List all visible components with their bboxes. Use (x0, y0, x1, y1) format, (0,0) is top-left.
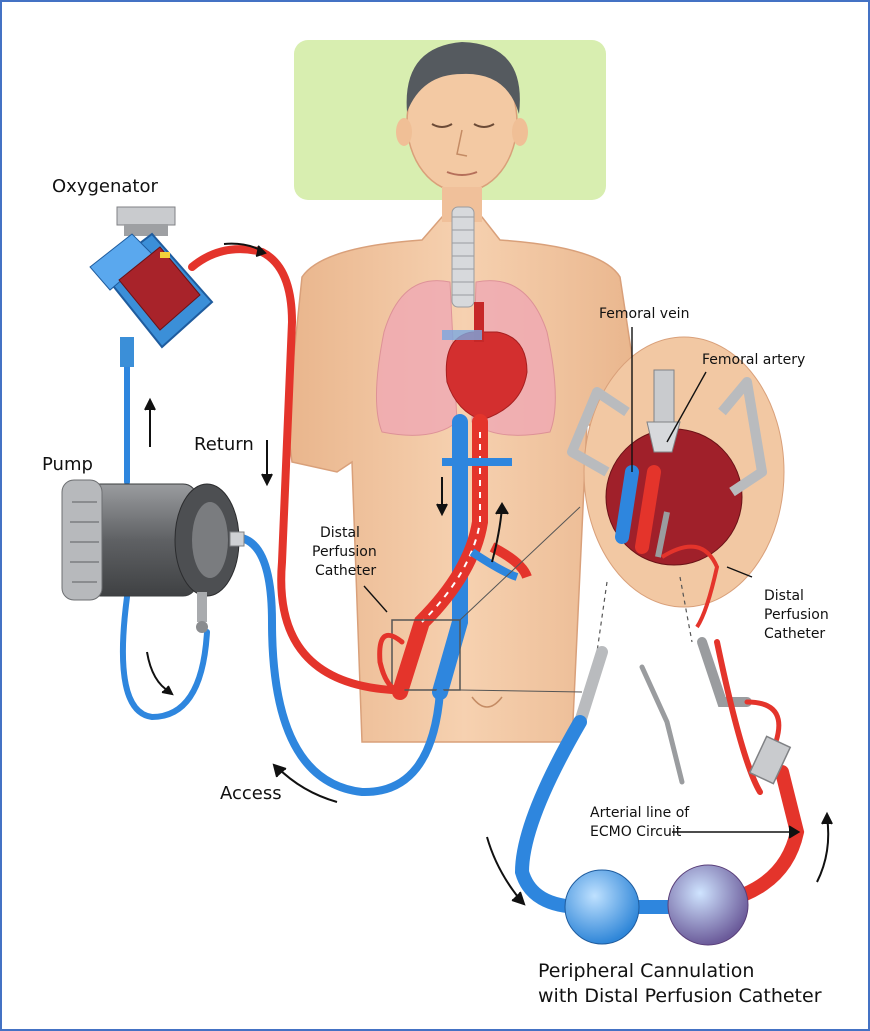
label-arterial-line-2: ECMO Circuit (590, 824, 682, 840)
oxygenator (90, 207, 212, 367)
label-arterial-line-1: Arterial line of (590, 805, 690, 821)
caption-line-2: with Distal Perfusion Catheter (538, 985, 822, 1007)
label-return: Return (194, 434, 254, 455)
trachea (452, 207, 474, 307)
label-access: Access (220, 783, 282, 804)
caption-line-1: Peripheral Cannulation (538, 960, 754, 982)
label-femoral-vein: Femoral vein (599, 306, 689, 322)
pump (62, 480, 244, 633)
label-distal-left-3: Catheter (315, 563, 376, 579)
label-oxygenator: Oxygenator (52, 176, 158, 197)
label-distal-right-1: Distal (764, 588, 804, 604)
label-distal-right-2: Perfusion (764, 607, 829, 623)
label-pump: Pump (42, 454, 93, 475)
label-femoral-artery: Femoral artery (702, 352, 805, 368)
label-distal-right-3: Catheter (764, 626, 825, 642)
label-distal-left-2: Perfusion (312, 544, 377, 560)
label-distal-left-1: Distal (320, 525, 360, 541)
